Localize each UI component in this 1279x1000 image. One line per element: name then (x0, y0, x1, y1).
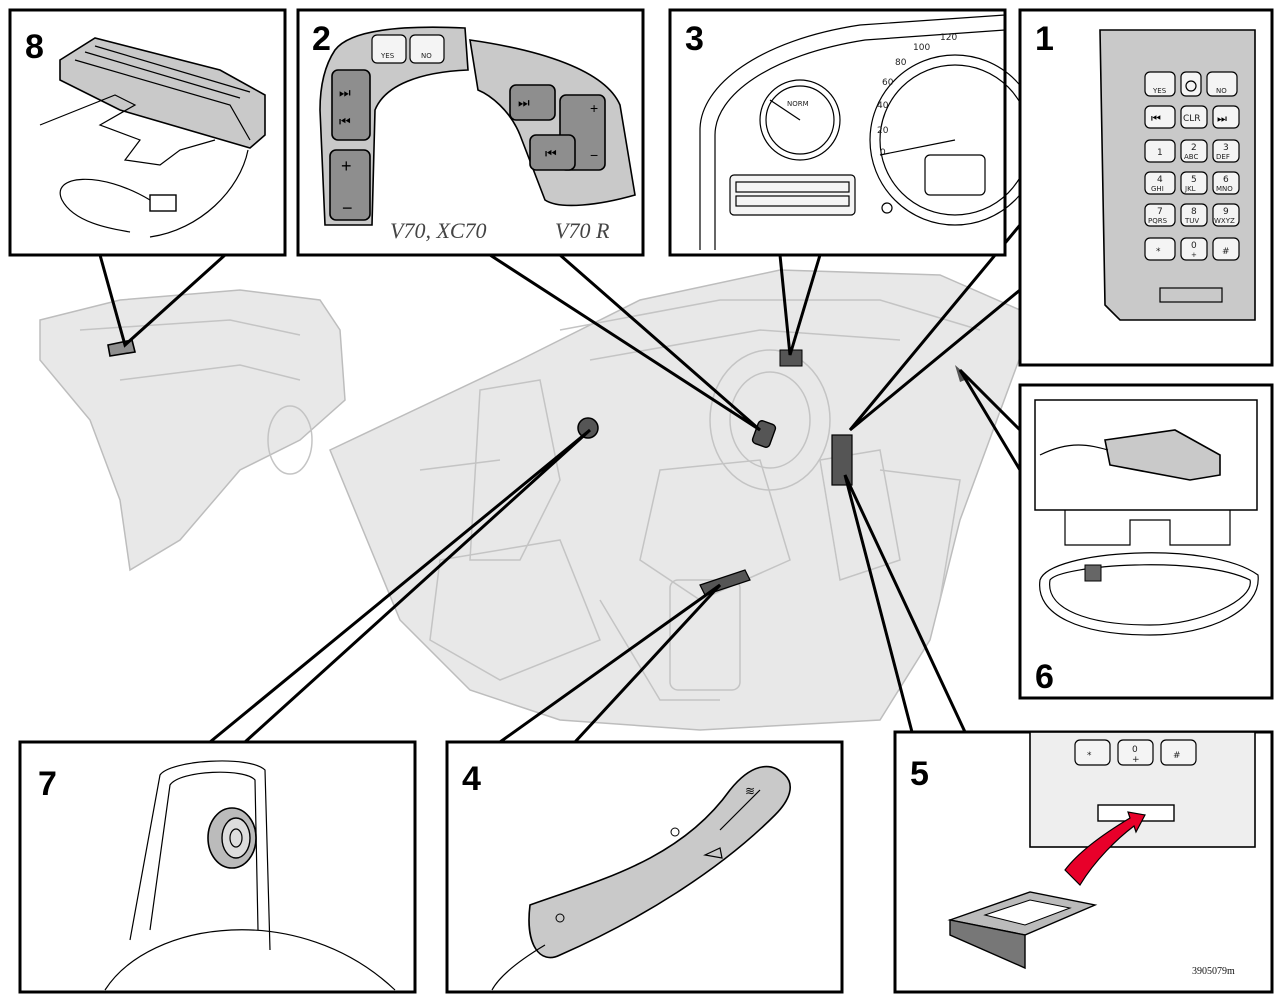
svg-text:*: * (1087, 751, 1092, 761)
panel-5-sim-card: 5 * 0 + # 3905079m (893, 730, 1274, 994)
volume-up-icon: + (341, 156, 352, 176)
callout-2: 2 (312, 20, 331, 58)
svg-text:60: 60 (882, 78, 894, 88)
svg-text:0: 0 (880, 148, 886, 158)
svg-text:6: 6 (1223, 175, 1229, 185)
svg-text:TUV: TUV (1184, 217, 1199, 225)
callout-3: 3 (685, 20, 704, 58)
svg-text:YES: YES (1152, 87, 1167, 95)
model-label-v70r: V70 R (555, 218, 610, 243)
svg-text:DEF: DEF (1216, 153, 1230, 161)
svg-text:3: 3 (1223, 143, 1229, 153)
svg-text:PQRS: PQRS (1148, 217, 1168, 225)
svg-text:120: 120 (940, 33, 957, 43)
volume-down-icon-r: − (590, 147, 598, 163)
svg-text:9: 9 (1223, 207, 1229, 217)
svg-text:#: # (1222, 247, 1230, 257)
prev-track-icon-r: ⏮ (545, 146, 557, 161)
callout-6: 6 (1035, 658, 1054, 696)
svg-text:7: 7 (1157, 207, 1163, 217)
next-track-icon-r: ⏭ (518, 95, 530, 110)
panel-1-console-keypad: 1 YES NO ⏮ CLR ⏭ 1 2 ABC 3 DEF 4 GHI (1018, 8, 1274, 367)
svg-text:+: + (1132, 755, 1140, 765)
svg-text:GHI: GHI (1151, 185, 1164, 193)
svg-text:*: * (1156, 247, 1161, 257)
svg-text:⏮: ⏮ (1151, 113, 1161, 125)
temp-norm-label: NORM (787, 100, 809, 108)
svg-text:ABC: ABC (1184, 153, 1198, 161)
next-track-icon: ⏭ (339, 85, 351, 100)
keypad-keys: YES NO ⏮ CLR ⏭ 1 2 ABC 3 DEF 4 GHI 5 JKL (1144, 71, 1240, 261)
speed-tick-labels: 0 20 40 60 80 100 120 (877, 33, 957, 158)
leader-lines (98, 224, 1022, 744)
callout-4: 4 (462, 760, 481, 798)
prev-track-icon: ⏮ (339, 114, 351, 129)
panel-3-instrument-cluster: 3 NORM 0 20 40 60 80 100 120 (668, 8, 1041, 257)
svg-text:CLR: CLR (1183, 114, 1201, 124)
svg-text:40: 40 (877, 101, 889, 111)
callout-1: 1 (1035, 20, 1054, 58)
volume-down-icon: − (342, 198, 353, 218)
steering-no-label: NO (421, 52, 432, 60)
callout-8: 8 (25, 28, 44, 66)
callout-5: 5 (910, 755, 929, 793)
panel-2-steering-buttons: 2 YES NO ⏭ ⏮ + − V70, XC70 ⏭ + − ⏮ V70 R (296, 8, 645, 257)
volume-up-icon-r: + (590, 100, 598, 116)
svg-text:1: 1 (1157, 148, 1163, 158)
svg-text:80: 80 (895, 58, 907, 68)
panel-6-mirror-microphone: 6 (1018, 383, 1274, 700)
svg-text:NO: NO (1216, 87, 1227, 95)
svg-text:WXYZ: WXYZ (1214, 217, 1235, 225)
svg-text:5: 5 (1191, 175, 1197, 185)
svg-text:+: + (1191, 251, 1197, 259)
svg-text:8: 8 (1191, 207, 1197, 217)
svg-text:0: 0 (1191, 241, 1197, 251)
model-label-v70-xc70: V70, XC70 (390, 218, 487, 243)
image-code: 3905079m (1192, 966, 1235, 977)
svg-text:100: 100 (913, 43, 930, 53)
svg-text:JKL: JKL (1184, 185, 1196, 193)
svg-text:20: 20 (877, 126, 889, 136)
svg-text:⏭: ⏭ (1217, 113, 1227, 125)
panel-7-headrest-speaker: 7 (18, 740, 417, 994)
svg-text:2: 2 (1191, 143, 1197, 153)
car-exterior-ghost (39, 289, 346, 572)
svg-text:MNO: MNO (1216, 185, 1233, 193)
panel-4-handset: 4 ≋ (445, 740, 844, 994)
steering-yes-label: YES (380, 52, 395, 60)
panel-8-rear-unit: 8 (8, 8, 287, 257)
callout-7: 7 (38, 765, 57, 803)
svg-text:#: # (1173, 751, 1181, 761)
svg-text:4: 4 (1157, 175, 1163, 185)
svg-text:0: 0 (1132, 745, 1138, 755)
earpiece-icon: ≋ (745, 784, 755, 798)
